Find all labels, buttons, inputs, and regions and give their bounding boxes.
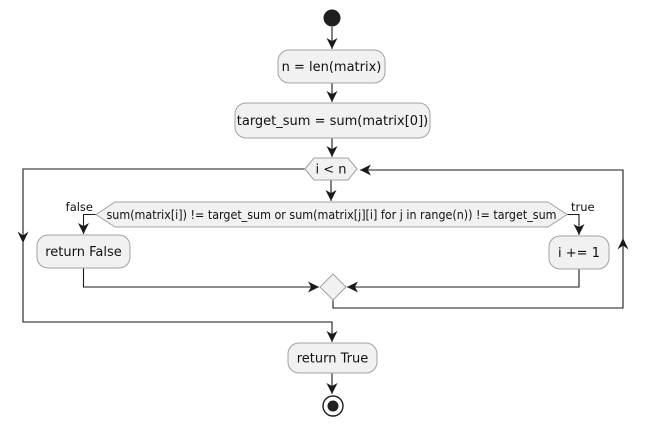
edge-label-false: false	[66, 200, 93, 214]
while-condition-hexagon	[304, 157, 358, 181]
stop-node-dot	[327, 400, 339, 412]
activity-return-true	[287, 342, 378, 374]
activity-return-false	[36, 234, 131, 269]
edge-return-false-to-merge	[82, 268, 319, 293]
edge-if-true-to-increment	[567, 213, 585, 235]
edge-while-exit-to-return-true	[22, 168, 338, 342]
activity-assign-n	[277, 49, 386, 84]
activity-assign-target-sum	[234, 102, 431, 139]
activity-return-true-label: return True	[297, 352, 369, 367]
mid-arrow-down-left-rail	[17, 231, 29, 243]
activity-assign-n-label: n = len(matrix)	[282, 60, 382, 75]
start-node	[323, 9, 341, 27]
activity-assign-target-sum-label: target_sum = sum(matrix[0])	[237, 114, 428, 129]
while-condition-label: i < n	[315, 163, 346, 178]
mid-arrow-up-right-rail	[617, 238, 629, 250]
activity-return-false-label: return False	[45, 245, 122, 260]
if-condition-hexagon	[95, 201, 568, 228]
if-condition-label: sum(matrix[i]) != target_sum or sum(matr…	[107, 207, 557, 222]
edge-if-false-to-return-false	[78, 213, 96, 234]
activity-increment-label: i += 1	[558, 246, 600, 261]
edge-merge-loopback-to-while	[332, 164, 624, 309]
edge-label-true: true	[571, 200, 595, 214]
edge-increment-to-merge	[347, 269, 580, 293]
activity-increment	[548, 235, 610, 270]
merge-diamond	[319, 273, 347, 301]
